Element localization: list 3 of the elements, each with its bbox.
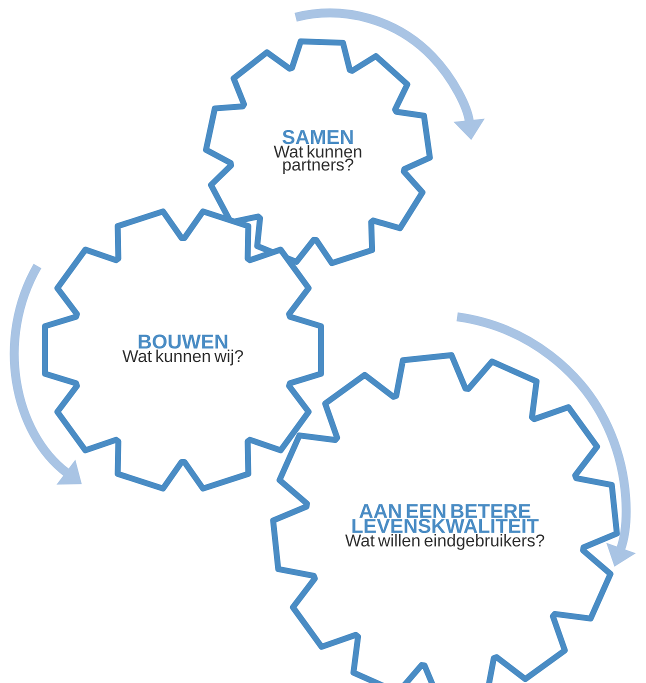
gear: SAMEN Wat kunnen partners? (203, 38, 433, 266)
gear: BOUWEN Wat kunnen wij? (42, 208, 324, 492)
gear: AAN EEN BETERE LEVENSKWALITEIT Wat willen eindgebruikers? (270, 352, 620, 683)
